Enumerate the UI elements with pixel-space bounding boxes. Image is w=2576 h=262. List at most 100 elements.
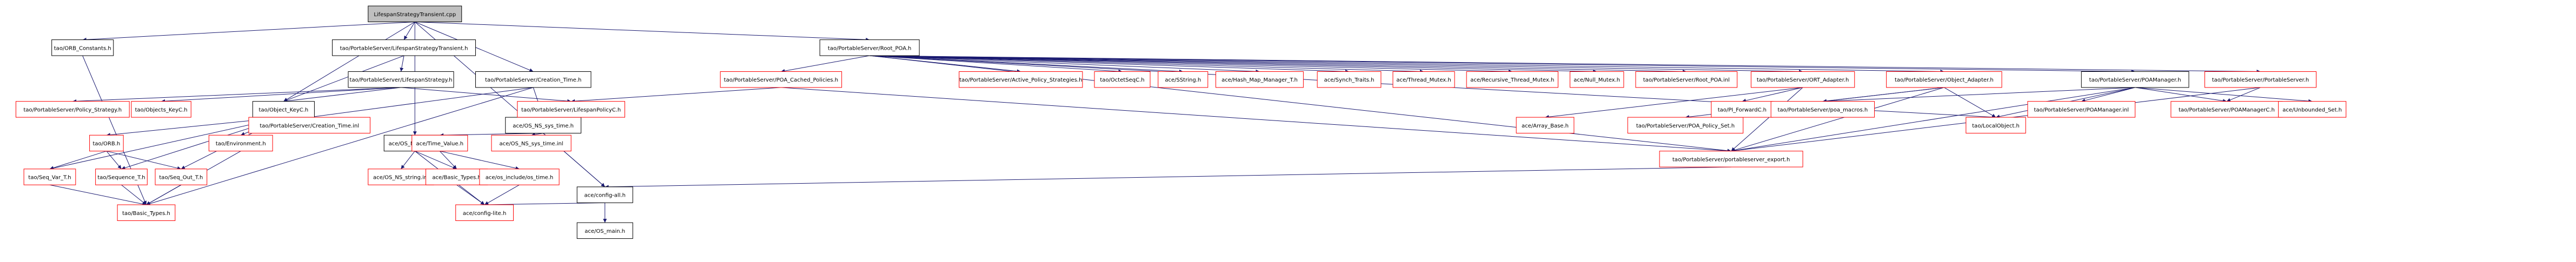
- node-label: tao/PortableServer/LifespanPolicyC.h: [521, 107, 621, 113]
- graph-node-n20[interactable]: tao/PortableServer/Policy_Strategy.h: [15, 101, 130, 118]
- edge-n3-n15: [869, 55, 1687, 73]
- graph-node-n28[interactable]: tao/PI_ForwardC.h: [1711, 101, 1774, 118]
- graph-edge: [2135, 87, 2227, 103]
- graph-node-n34[interactable]: tao/ORB.h: [89, 135, 124, 152]
- graph-node-n32[interactable]: tao/PortableServer/POAManagerC.h: [2170, 101, 2283, 118]
- graph-node-n15[interactable]: tao/PortableServer/Root_POA.inl: [1635, 71, 1738, 88]
- graph-node-n2[interactable]: tao/PortableServer/LifespanStrategyTrans…: [332, 39, 476, 56]
- graph-edge: [781, 87, 1731, 153]
- graph-node-n10[interactable]: ace/Hash_Map_Manager_T.h: [1215, 71, 1304, 88]
- graph-node-root[interactable]: LifespanStrategyTransient.cpp: [368, 5, 462, 22]
- node-box: [505, 117, 582, 134]
- graph-node-n25[interactable]: tao/PortableServer/LifespanPolicyC.h: [517, 101, 626, 118]
- graph-node-n37[interactable]: ace/Time_Value.h: [411, 135, 468, 152]
- graph-edge: [1731, 87, 1803, 152]
- node-box: [2027, 101, 2136, 118]
- graph-node-n1[interactable]: tao/ORB_Constants.h: [51, 39, 114, 56]
- node-box: [1635, 71, 1738, 88]
- edge-n2-n21: [283, 55, 404, 102]
- graph-node-n26[interactable]: tao/PortableServer/POA_Policy_Set.h: [1627, 117, 1744, 134]
- graph-node-n38[interactable]: ace/OS_NS_sys_time.inl: [491, 135, 572, 152]
- graph-edge: [869, 55, 1512, 73]
- graph-edge: [401, 87, 572, 103]
- graph-node-n6[interactable]: tao/PortableServer/POA_Cached_Policies.h: [720, 71, 842, 88]
- graph-edge: [484, 184, 520, 205]
- node-box: [411, 135, 468, 152]
- graph-node-n39[interactable]: tao/PortableServer/portableserver_export…: [1659, 151, 1803, 167]
- node-label: tao/PortableServer/LifespanStrategy.h: [350, 77, 453, 83]
- node-box: [1158, 71, 1209, 88]
- edge-n6-n39: [781, 87, 1731, 153]
- edge-n5-n47: [146, 87, 534, 206]
- graph-node-n49[interactable]: ace/OS_main.h: [576, 222, 633, 239]
- graph-node-n47[interactable]: tao/Basic_Types.h: [117, 204, 176, 221]
- graph-node-n24[interactable]: ace/OS_NS_sys_time.h: [505, 117, 582, 134]
- edge-n3-n17: [869, 55, 1944, 73]
- edge-n18-n29: [1822, 87, 2135, 103]
- graph-node-n44[interactable]: ace/Basic_Types.h: [426, 169, 488, 185]
- graph-node-n35[interactable]: tao/Environment.h: [208, 135, 273, 152]
- node-label: tao/PI_ForwardC.h: [1718, 107, 1767, 113]
- graph-node-n8[interactable]: tao/OctetSeqC.h: [1094, 71, 1151, 88]
- node-box: [455, 204, 514, 221]
- node-box: [51, 39, 114, 56]
- graph-node-n43[interactable]: ace/OS_NS_string.inl: [368, 169, 434, 185]
- node-box: [1317, 71, 1382, 88]
- graph-node-n16[interactable]: tao/PortableServer/ORT_Adapter.h: [1750, 71, 1855, 88]
- graph-node-n18[interactable]: tao/PortableServer/POAManager.h: [2081, 71, 2189, 88]
- graph-node-n17[interactable]: tao/PortableServer/Object_Adapter.h: [1886, 71, 2002, 88]
- graph-node-n31[interactable]: tao/PortableServer/POAManager.inl: [2027, 101, 2136, 118]
- graph-node-n41[interactable]: tao/Sequence_T.h: [95, 169, 148, 185]
- graph-node-n45[interactable]: ace/os_include/os_time.h: [479, 169, 560, 185]
- graph-node-n33[interactable]: ace/Unbounded_Set.h: [2278, 101, 2347, 118]
- node-box: [131, 101, 191, 118]
- node-label: tao/PortableServer/ORT_Adapter.h: [1757, 77, 1849, 83]
- graph-node-n22[interactable]: tao/Objects_KeyC.h: [131, 101, 191, 118]
- node-label: tao/PortableServer/LifespanStrategyTrans…: [340, 45, 468, 51]
- node-label: ace/Synch_Traits.h: [1324, 77, 1375, 83]
- graph-node-n42[interactable]: tao/Seq_Out_T.h: [155, 169, 208, 185]
- node-box: [426, 169, 488, 185]
- graph-node-n12[interactable]: ace/Thread_Mutex.h: [1392, 71, 1455, 88]
- graph-node-n23[interactable]: tao/PortableServer/Creation_Time.inl: [248, 117, 370, 134]
- node-label: ace/OS_NS_sys_time.inl: [499, 141, 563, 147]
- graph-node-n5[interactable]: tao/PortableServer/Creation_Time.h: [475, 71, 592, 88]
- graph-node-n21[interactable]: tao/Object_KeyC.h: [252, 101, 315, 118]
- node-box: [1516, 117, 1575, 134]
- node-label: ace/Unbounded_Set.h: [2282, 107, 2342, 113]
- graph-node-n27[interactable]: ace/Array_Base.h: [1516, 117, 1575, 134]
- graph-node-n11[interactable]: ace/Synch_Traits.h: [1317, 71, 1382, 88]
- graph-edge: [49, 117, 284, 170]
- node-box: [475, 71, 592, 88]
- graph-node-n46[interactable]: ace/config-all.h: [576, 186, 633, 203]
- node-box: [368, 5, 462, 22]
- graph-edge: [869, 55, 1123, 73]
- graph-node-n13[interactable]: ace/Recursive_Thread_Mutex.h: [1466, 71, 1558, 88]
- edge-root-n3: [415, 21, 870, 42]
- edge-root-n21: [283, 22, 415, 102]
- node-label: tao/PortableServer/Policy_Strategy.h: [23, 107, 122, 113]
- node-box: [1711, 101, 1774, 118]
- node-box: [2170, 101, 2283, 118]
- graph-node-n3[interactable]: tao/PortableServer/Root_POA.h: [819, 39, 920, 56]
- graph-edge: [869, 55, 1687, 73]
- graph-edge: [2226, 87, 2261, 102]
- edge-n42-n47: [146, 184, 182, 205]
- edge-n18-n32: [2135, 87, 2227, 103]
- node-box: [1094, 71, 1151, 88]
- node-box: [1770, 101, 1875, 118]
- graph-node-n29[interactable]: tao/PortableServer/poa_macros.h: [1770, 101, 1875, 118]
- node-box: [248, 117, 370, 134]
- graph-node-n19[interactable]: tao/PortableServer/PortableServer.h: [2204, 71, 2317, 88]
- edge-n44-n48: [456, 184, 485, 205]
- edge-n18-n39: [1731, 87, 2135, 153]
- graph-node-n40[interactable]: tao/Seq_Var_T.h: [23, 169, 76, 185]
- graph-node-n7[interactable]: tao/PortableServer/Active_Policy_Strateg…: [959, 71, 1083, 88]
- graph-node-n4[interactable]: tao/PortableServer/LifespanStrategy.h: [348, 71, 454, 88]
- graph-node-n14[interactable]: ace/Null_Mutex.h: [1570, 71, 1624, 88]
- node-label: ace/config-all.h: [584, 193, 626, 199]
- node-box: [1392, 71, 1455, 88]
- graph-node-n9[interactable]: ace/SString.h: [1158, 71, 1209, 88]
- graph-node-n30[interactable]: tao/LocalObject.h: [1966, 117, 2026, 134]
- graph-node-n48[interactable]: ace/config-lite.h: [455, 204, 514, 221]
